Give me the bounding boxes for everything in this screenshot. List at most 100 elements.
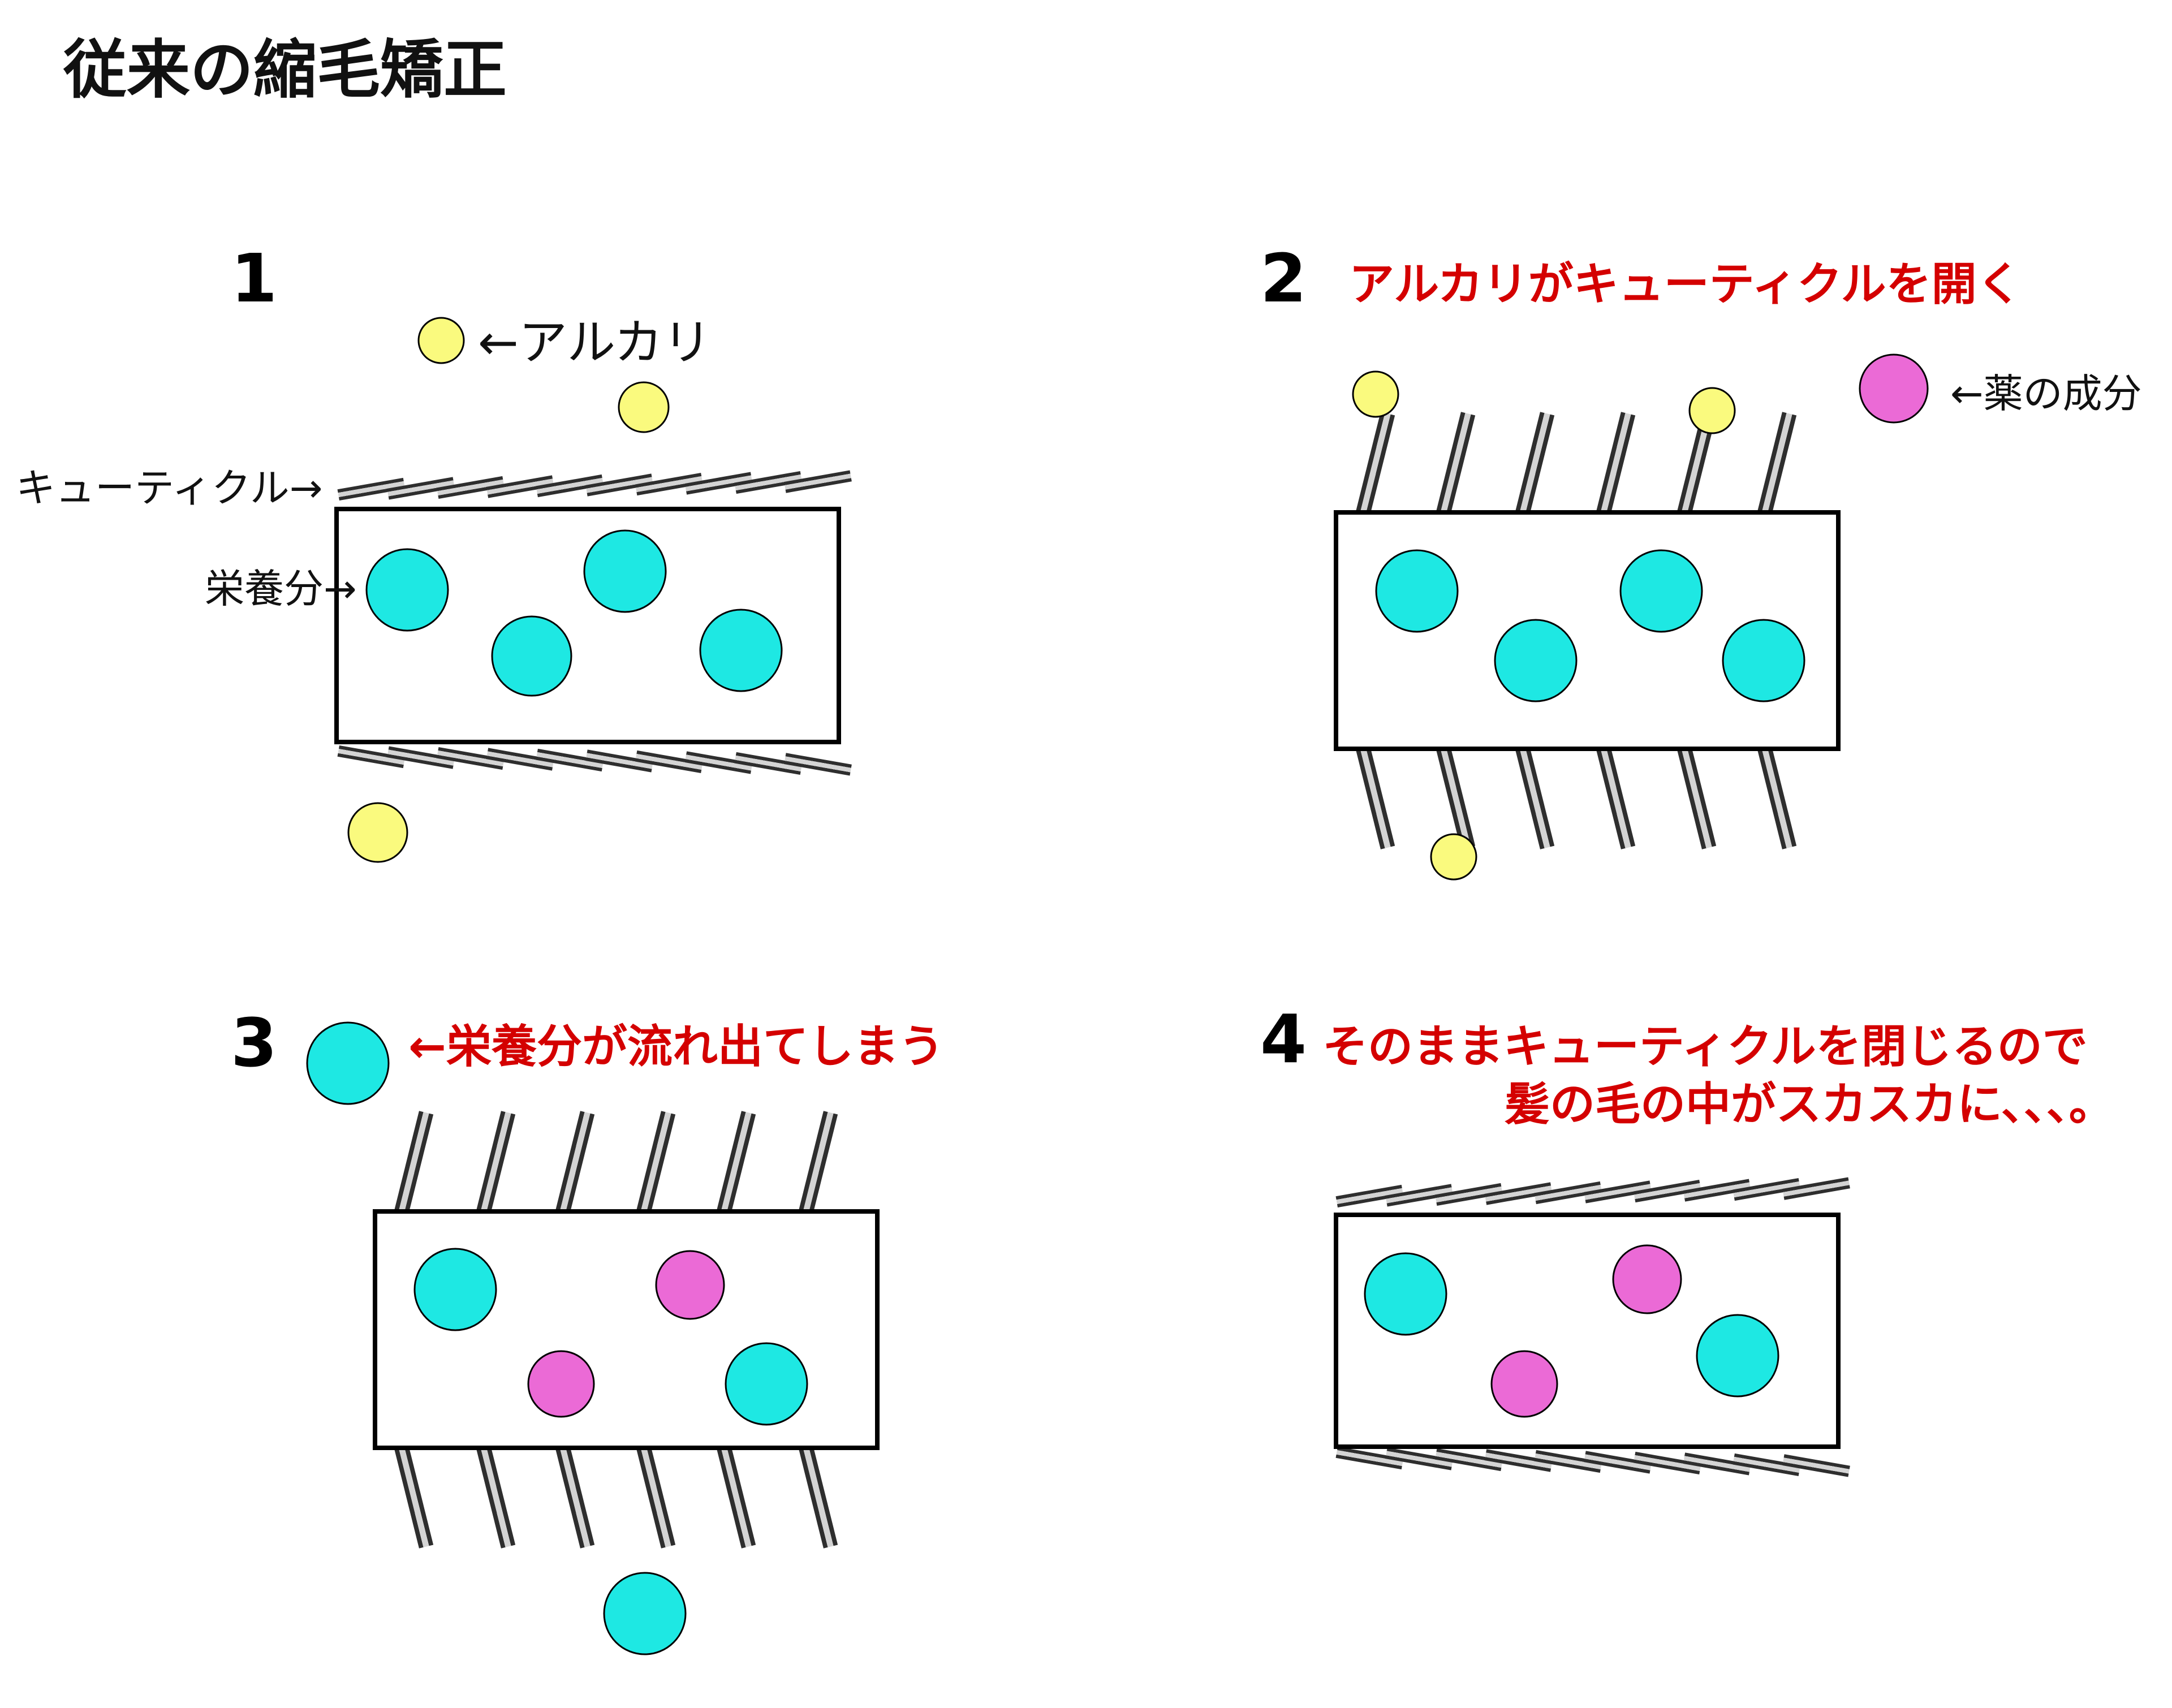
- medicine-particle: [1490, 1350, 1558, 1418]
- nutrient-particle: [1722, 619, 1805, 702]
- cuticle-scale: [585, 749, 653, 773]
- nutrient-particle: [413, 1248, 497, 1331]
- cuticle-scale: [734, 752, 803, 775]
- nutrient-particle: [603, 1572, 687, 1655]
- nutrient-particle: [725, 1342, 808, 1426]
- cuticle-label: キューティクル→: [16, 465, 322, 511]
- step-caption-2: アルカリがキューティクルを開く: [1349, 258, 2022, 310]
- cuticle-scale: [1677, 747, 1717, 849]
- panel-3: 3 ←栄養分が流れ出てしまう: [231, 1004, 944, 1655]
- nutrient-particle: [1375, 549, 1459, 633]
- cuticle-scale: [1733, 1453, 1801, 1477]
- cuticle-scale: [1435, 1448, 1503, 1472]
- nutrient-particle: [1494, 619, 1578, 702]
- medicine-particle: [527, 1350, 595, 1418]
- medicine-particle: [1859, 353, 1929, 424]
- medicine-particle: [655, 1250, 725, 1320]
- cuticle-scale: [387, 477, 455, 500]
- cuticle-scale: [486, 475, 554, 498]
- cuticle-closed-bottom: [337, 745, 852, 776]
- cuticle-open-top: [1356, 412, 1797, 515]
- cuticle-scale: [476, 1111, 516, 1214]
- cuticle-open-bottom: [1356, 747, 1797, 849]
- nutrient-particle: [583, 529, 667, 613]
- cuticle-scale: [635, 472, 703, 496]
- cuticle-open-bottom: [394, 1446, 838, 1549]
- cuticle-scale: [684, 472, 753, 495]
- alkali-particle: [1430, 833, 1477, 881]
- cuticle-scale: [1515, 747, 1555, 849]
- cuticle-scale: [394, 1446, 434, 1549]
- nutrient-particle: [1696, 1314, 1779, 1398]
- cuticle-scale: [585, 473, 653, 497]
- step-number-2: 2: [1260, 239, 1307, 317]
- cuticle-scale: [1596, 747, 1636, 849]
- step-caption-4-line-1: そのままキューティクルを閉じるので: [1322, 1020, 2088, 1073]
- cuticle-scale: [1534, 1450, 1602, 1473]
- cuticle-scale: [734, 471, 803, 494]
- cuticle-scale: [536, 748, 604, 772]
- cuticle-scale: [1385, 1447, 1453, 1470]
- alkali-particle: [1688, 387, 1736, 434]
- cuticle-open-top: [394, 1111, 838, 1214]
- cuticle-closed-top: [1335, 1177, 1850, 1207]
- alkali-particle: [1352, 370, 1399, 418]
- cuticle-scale: [635, 750, 703, 774]
- cuticle-scale: [337, 477, 406, 501]
- cuticle-scale: [1782, 1177, 1850, 1200]
- nutrient-particle: [306, 1021, 390, 1105]
- cuticle-scale: [1335, 1184, 1404, 1207]
- cuticle-closed-bottom: [1335, 1447, 1850, 1477]
- cuticle-scale: [1385, 1184, 1453, 1207]
- step-number-1: 1: [231, 239, 277, 317]
- cuticle-scale: [1633, 1451, 1701, 1475]
- nutrient-particle: [1619, 549, 1703, 633]
- cuticle-scale: [784, 470, 852, 493]
- cuticle-scale: [1733, 1178, 1801, 1201]
- cuticle-scale: [684, 751, 753, 774]
- cuticle-scale: [799, 1446, 838, 1549]
- panel-4: 4 そのままキューティクルを閉じるので 髪の毛の中がスカスカに、、、。: [1260, 1000, 2114, 1477]
- cuticle-scale: [1435, 1183, 1503, 1206]
- alkali-particle: [417, 317, 465, 364]
- step-number-4: 4: [1260, 1000, 1307, 1078]
- cuticle-scale: [717, 1446, 756, 1549]
- cuticle-scale: [1484, 1182, 1553, 1205]
- cuticle-scale: [636, 1446, 676, 1549]
- cuticle-scale: [437, 476, 505, 499]
- cuticle-scale: [636, 1111, 676, 1214]
- cuticle-scale: [784, 753, 852, 776]
- cuticle-scale: [476, 1446, 516, 1549]
- nutrient-particle: [491, 615, 572, 697]
- cuticle-scale: [1356, 412, 1395, 515]
- medicine-label: ←薬の成分: [1950, 370, 2142, 417]
- cuticle-scale: [1584, 1451, 1652, 1474]
- cuticle-scale: [1683, 1179, 1751, 1202]
- cuticle-scale: [337, 745, 406, 769]
- cuticle-scale: [486, 748, 554, 771]
- page-title: 従来の縮毛矯正: [63, 33, 507, 107]
- cuticle-scale: [437, 747, 505, 770]
- cuticle-scale: [536, 474, 604, 498]
- cuticle-scale: [394, 1111, 434, 1214]
- cuticle-scale: [1436, 412, 1476, 515]
- cuticle-scale: [1757, 412, 1797, 515]
- cuticle-scale: [555, 1446, 595, 1549]
- cuticle-scale: [1484, 1449, 1553, 1472]
- cuticle-scale: [1335, 1447, 1404, 1470]
- cuticle-closed-top: [337, 470, 852, 501]
- alkali-particle: [618, 381, 670, 433]
- cuticle-scale: [799, 1111, 838, 1214]
- panel-1: 1 ←アルカリ キューティクル→ 栄養分→: [16, 239, 852, 863]
- cuticle-scale: [555, 1111, 595, 1214]
- cuticle-scale: [1356, 747, 1395, 849]
- step-caption-4-line-2: 髪の毛の中がスカスカに、、、。: [1505, 1078, 2114, 1131]
- alkali-label: ←アルカリ: [478, 314, 712, 371]
- nutrient-particle: [699, 609, 783, 692]
- cuticle-scale: [1677, 412, 1717, 515]
- nutrient-particle: [365, 548, 449, 632]
- cuticle-scale: [1584, 1180, 1652, 1204]
- cuticle-scale: [1534, 1181, 1602, 1205]
- alkali-particle: [347, 802, 408, 863]
